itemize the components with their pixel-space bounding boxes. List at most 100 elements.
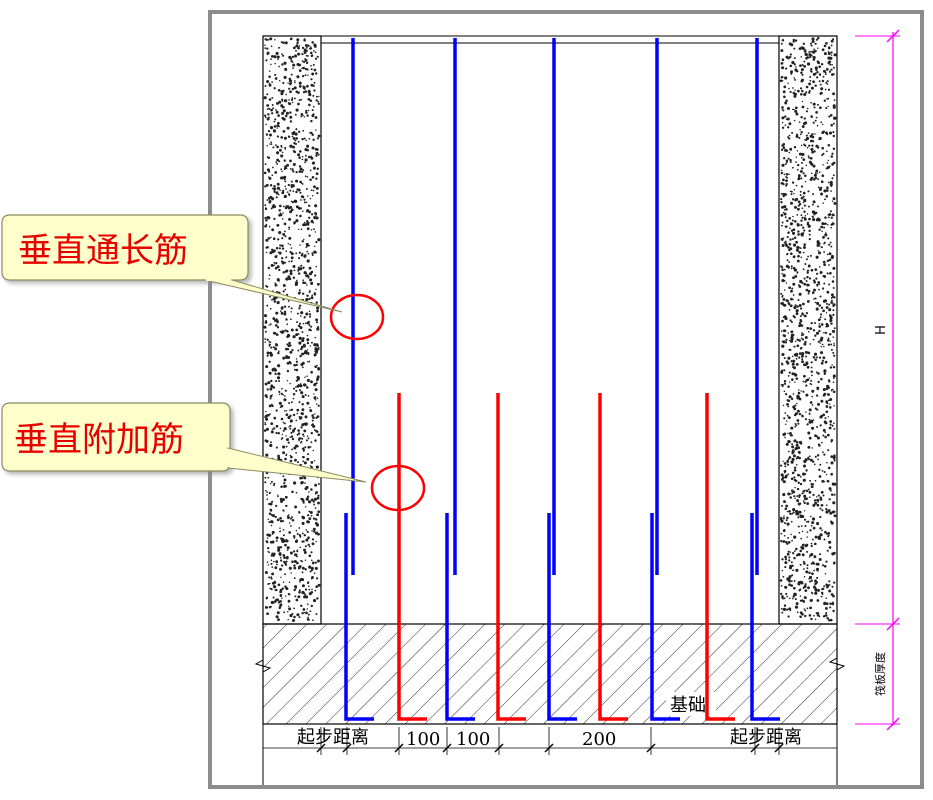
speckle-dot (795, 568, 799, 572)
speckle-dot (809, 254, 813, 257)
speckle-dot (787, 492, 791, 496)
speckle-dot (800, 71, 803, 75)
speckle-dot (288, 581, 291, 584)
speckle-dot (297, 91, 300, 94)
speckle-dot (792, 508, 796, 512)
speckle-dot (314, 365, 318, 369)
speckle-dot (805, 497, 808, 501)
speckle-dot (304, 593, 307, 596)
speckle-dot (813, 106, 816, 109)
speckle-dot (303, 476, 307, 480)
speckle-dot (266, 533, 270, 537)
speckle-dot (824, 198, 826, 201)
speckle-dot (277, 121, 280, 125)
speckle-dot (306, 435, 309, 437)
speckle-dot (279, 406, 282, 408)
speckle-dot (302, 85, 305, 88)
speckle-dot (826, 549, 829, 552)
speckle-dot (791, 574, 794, 577)
speckle-dot (801, 599, 804, 602)
speckle-dot (811, 215, 814, 218)
speckle-dot (308, 510, 311, 513)
callout-text-additional: 垂直附加筋 (14, 420, 184, 460)
speckle-dot (833, 510, 836, 513)
speckle-dot (306, 244, 309, 248)
speckle-dot (269, 441, 272, 444)
speckle-dot (824, 216, 827, 219)
speckle-dot (830, 343, 833, 346)
speckle-dot (279, 605, 282, 608)
speckle-dot (781, 126, 785, 129)
speckle-dot (266, 561, 269, 563)
speckle-dot (287, 611, 289, 613)
speckle-dot (282, 356, 286, 360)
speckle-dot (817, 251, 822, 255)
speckle-dot (789, 252, 793, 256)
speckle-dot (310, 488, 313, 491)
speckle-dot (830, 223, 833, 226)
speckle-dot (284, 485, 288, 488)
speckle-dot (783, 382, 787, 385)
speckle-dot (810, 101, 812, 104)
speckle-dot (294, 505, 298, 509)
speckle-dot (292, 534, 296, 538)
speckle-dot (799, 87, 803, 90)
speckle-dot (830, 593, 834, 596)
speckle-dot (297, 432, 301, 435)
speckle-dot (268, 83, 272, 87)
dimension-slash-tick (442, 743, 452, 753)
speckle-dot (273, 249, 277, 252)
speckle-dot (782, 517, 785, 520)
speckle-dot (269, 307, 272, 310)
speckle-dot (796, 344, 800, 348)
speckle-dot (305, 611, 308, 615)
speckle-dot (801, 332, 803, 334)
speckle-dot (266, 80, 270, 83)
speckle-dot (275, 161, 278, 163)
speckle-dot (803, 50, 807, 53)
speckle-dot (264, 341, 266, 343)
speckle-dot (784, 242, 788, 246)
speckle-dot (289, 111, 292, 114)
speckle-dot (783, 469, 787, 473)
speckle-dot (316, 55, 319, 58)
speckle-dot (293, 86, 297, 90)
speckle-dot (825, 41, 828, 45)
speckle-dot (828, 283, 831, 286)
speckle-dot (825, 322, 829, 326)
speckle-dot (805, 312, 809, 315)
speckle-dot (278, 251, 282, 255)
speckle-dot (818, 322, 821, 325)
speckle-dot (289, 350, 293, 354)
speckle-dot (832, 309, 835, 312)
speckle-dot (801, 152, 805, 157)
speckle-dot (820, 323, 824, 326)
speckle-dot (268, 200, 272, 204)
speckle-dot (301, 566, 305, 570)
speckle-dot (276, 255, 278, 257)
speckle-dot (280, 311, 284, 315)
speckle-dot (312, 105, 315, 108)
speckle-dot (276, 284, 278, 286)
speckle-dot (794, 422, 797, 426)
speckle-dot (295, 386, 297, 388)
highlight-circle-continuous (329, 293, 385, 341)
speckle-dot (802, 500, 805, 502)
speckle-dot (285, 318, 288, 321)
speckle-dot (286, 438, 289, 442)
speckle-dot (283, 410, 286, 412)
speckle-dot (269, 508, 273, 512)
speckle-dot (809, 458, 813, 462)
speckle-dot (791, 198, 795, 201)
speckle-dot (803, 282, 807, 286)
speckle-dot (317, 367, 321, 370)
speckle-dot (827, 52, 831, 56)
speckle-dot (789, 512, 792, 516)
speckle-dot (275, 110, 279, 114)
speckle-dot (792, 595, 795, 598)
speckle-dot (791, 443, 794, 446)
speckle-dot (786, 399, 789, 402)
speckle-dot (276, 598, 280, 602)
speckle-dot (295, 214, 298, 217)
speckle-dot (307, 581, 309, 583)
